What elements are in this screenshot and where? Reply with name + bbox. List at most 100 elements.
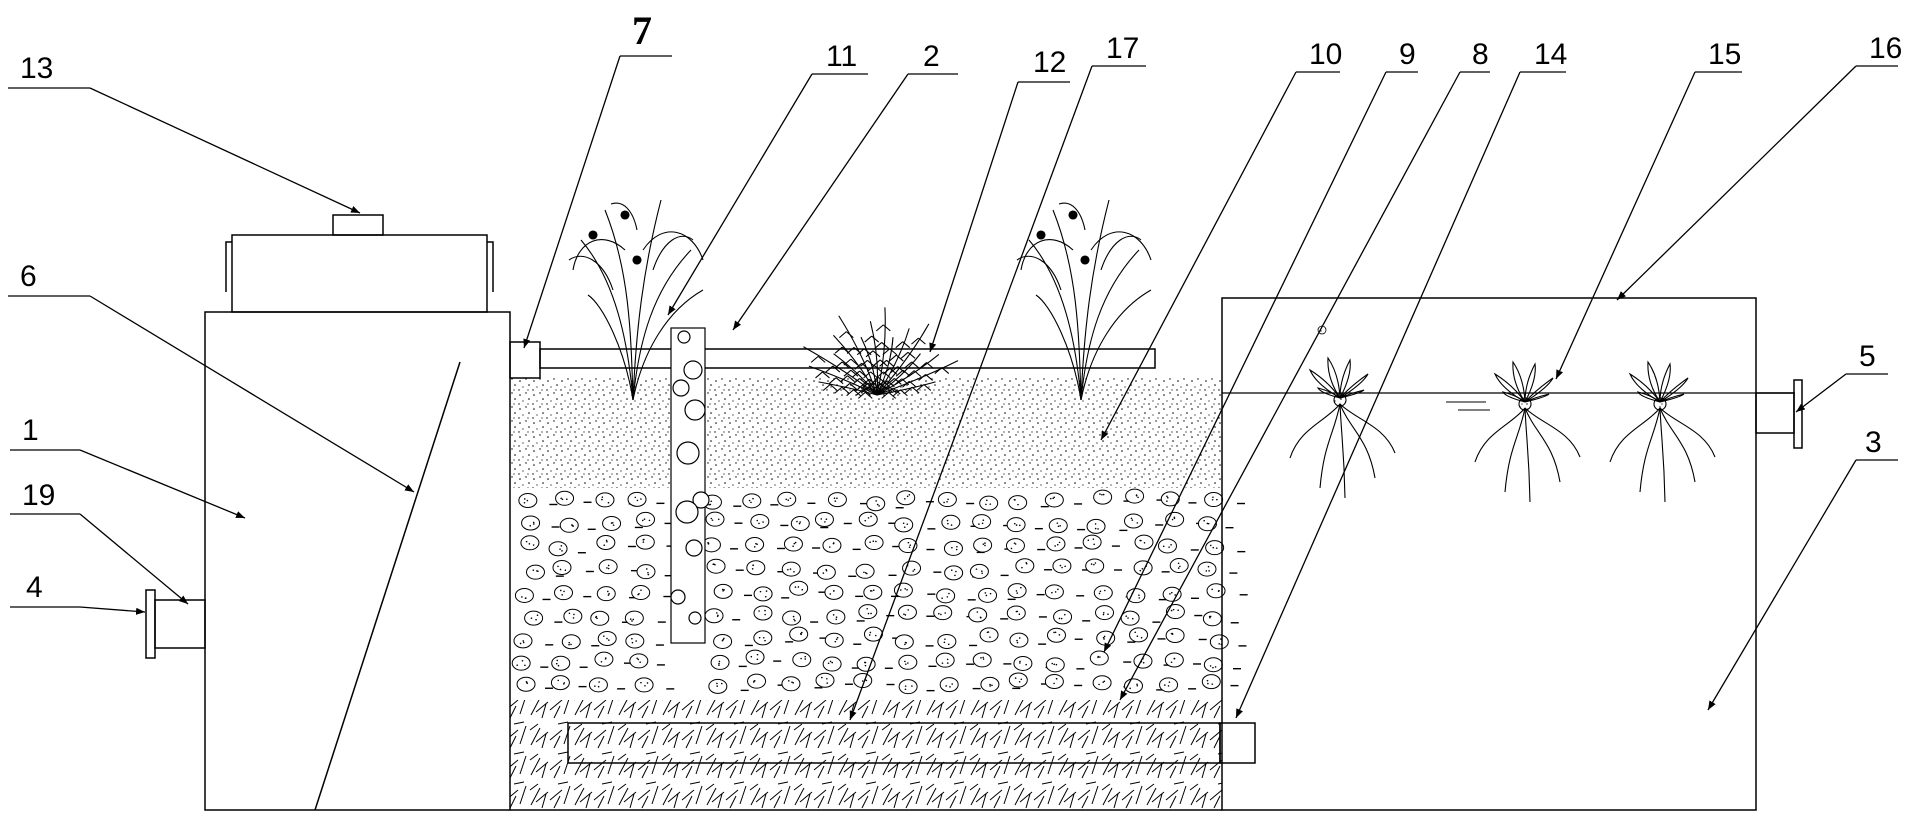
gravel-pebble bbox=[516, 676, 536, 692]
gravel-pebble bbox=[1015, 558, 1035, 574]
gravel-pebble bbox=[1206, 583, 1226, 599]
gravel-pebble bbox=[1120, 610, 1140, 626]
gravel-pebble bbox=[524, 610, 544, 626]
gravel-pebble bbox=[858, 511, 878, 527]
gravel-pebble bbox=[898, 538, 918, 554]
gravel-pebble bbox=[1204, 492, 1224, 508]
gravel-pebble bbox=[937, 633, 957, 649]
gravel-pebble bbox=[511, 655, 531, 671]
label-12: 12 bbox=[1033, 46, 1066, 79]
gravel-pebble bbox=[1134, 534, 1154, 550]
gravel-pebble bbox=[978, 587, 998, 603]
gravel-pebble bbox=[753, 605, 773, 621]
gravel-pebble bbox=[856, 656, 876, 672]
gravel-pebble bbox=[827, 492, 847, 508]
gravel-pebble bbox=[783, 536, 803, 552]
reed-leaf bbox=[1080, 289, 1152, 401]
sand-layer bbox=[510, 378, 1222, 488]
gravel-pebble bbox=[710, 654, 730, 670]
gravel-pebble bbox=[1126, 588, 1146, 604]
gravel-pebble bbox=[941, 514, 961, 530]
gravel-pebble bbox=[1205, 540, 1225, 556]
gravel-pebble bbox=[1133, 560, 1153, 576]
gravel-pebble bbox=[588, 677, 608, 693]
gravel-pebble bbox=[624, 610, 644, 626]
gravel-pebble bbox=[815, 672, 835, 688]
inlet-flange bbox=[145, 589, 156, 659]
inclined-baffle bbox=[314, 361, 461, 811]
label-14: 14 bbox=[1534, 38, 1567, 71]
gravel-pebble bbox=[745, 536, 765, 552]
gravel-pebble bbox=[896, 490, 916, 506]
gravel-pebble bbox=[634, 677, 654, 693]
reed-leaf bbox=[572, 239, 626, 271]
outlet-flange bbox=[1793, 379, 1803, 449]
gravel-pebble bbox=[1159, 677, 1179, 693]
gravel-pebble bbox=[822, 656, 842, 672]
callout-labels: 13 6 1 19 4 7 11 2 12 17 10 9 8 14 15 16… bbox=[20, 8, 1902, 604]
gravel-pebble bbox=[1046, 536, 1066, 552]
floating-plants bbox=[1289, 356, 1716, 503]
label-10: 10 bbox=[1309, 38, 1342, 71]
label-15: 15 bbox=[1708, 38, 1741, 71]
gravel-pebble bbox=[596, 586, 616, 602]
label-19: 19 bbox=[22, 479, 55, 512]
gravel-pebble bbox=[855, 563, 875, 579]
gravel-pebble bbox=[943, 540, 963, 556]
label-6: 6 bbox=[20, 260, 37, 293]
label-11: 11 bbox=[826, 40, 857, 73]
label-5: 5 bbox=[1859, 340, 1876, 373]
gravel-pebble bbox=[1044, 584, 1064, 600]
gravel-pebble bbox=[897, 604, 917, 620]
gravel-pebble bbox=[979, 627, 999, 643]
tank-lid bbox=[231, 234, 488, 313]
reed-leaf bbox=[1052, 209, 1082, 401]
reed-leaf bbox=[1020, 239, 1074, 271]
label-9: 9 bbox=[1399, 38, 1416, 71]
lid-vent bbox=[332, 214, 384, 236]
gravel-pebble bbox=[1095, 605, 1115, 621]
gravel-pebble bbox=[979, 495, 999, 511]
gravel-pebble bbox=[1044, 492, 1064, 508]
gravel-pebble bbox=[1125, 488, 1145, 504]
gravel-pebble bbox=[1169, 558, 1189, 574]
outlet-pipe bbox=[1755, 392, 1795, 434]
reed-leaf bbox=[1058, 202, 1086, 231]
gravel-pebble bbox=[1044, 673, 1064, 689]
aeration-riser bbox=[670, 327, 710, 644]
gravel-pebble bbox=[824, 632, 844, 648]
reed-leaf bbox=[1035, 294, 1082, 401]
gravel-pebble bbox=[563, 608, 583, 624]
left-tank bbox=[204, 311, 511, 811]
gravel-pebble bbox=[551, 655, 571, 671]
gravel-pebble bbox=[1209, 634, 1229, 650]
gravel-pebble bbox=[520, 535, 540, 551]
reed-leaf bbox=[580, 239, 634, 401]
gravel-pebble bbox=[629, 653, 649, 669]
gravel-pebble bbox=[595, 492, 615, 508]
gravel-pebble bbox=[1096, 630, 1116, 646]
gravel-pebble bbox=[1008, 495, 1028, 511]
gravel-pebble bbox=[1124, 513, 1144, 529]
gravel-pebble bbox=[521, 515, 541, 531]
label-1: 1 bbox=[22, 414, 39, 447]
gravel-pebble bbox=[1093, 489, 1113, 505]
gravel-pebble bbox=[898, 679, 918, 695]
gravel-pebble bbox=[596, 535, 616, 551]
gravel-pebble bbox=[789, 580, 809, 596]
gravel-pebble bbox=[894, 517, 914, 533]
gravel-pebble bbox=[933, 605, 953, 621]
reed-leaf bbox=[1080, 199, 1110, 401]
gravel-pebble bbox=[781, 676, 801, 692]
gravel-pebble bbox=[782, 610, 802, 626]
gravel-pebble bbox=[705, 511, 725, 527]
gravel-pebble bbox=[627, 491, 647, 507]
label-17: 17 bbox=[1106, 32, 1139, 65]
gravel-pebble bbox=[972, 514, 992, 530]
gravel-pebble bbox=[631, 585, 651, 601]
gravel-pebble bbox=[894, 634, 914, 650]
gravel-layer bbox=[511, 488, 1248, 695]
gravel-pebble bbox=[525, 564, 545, 580]
